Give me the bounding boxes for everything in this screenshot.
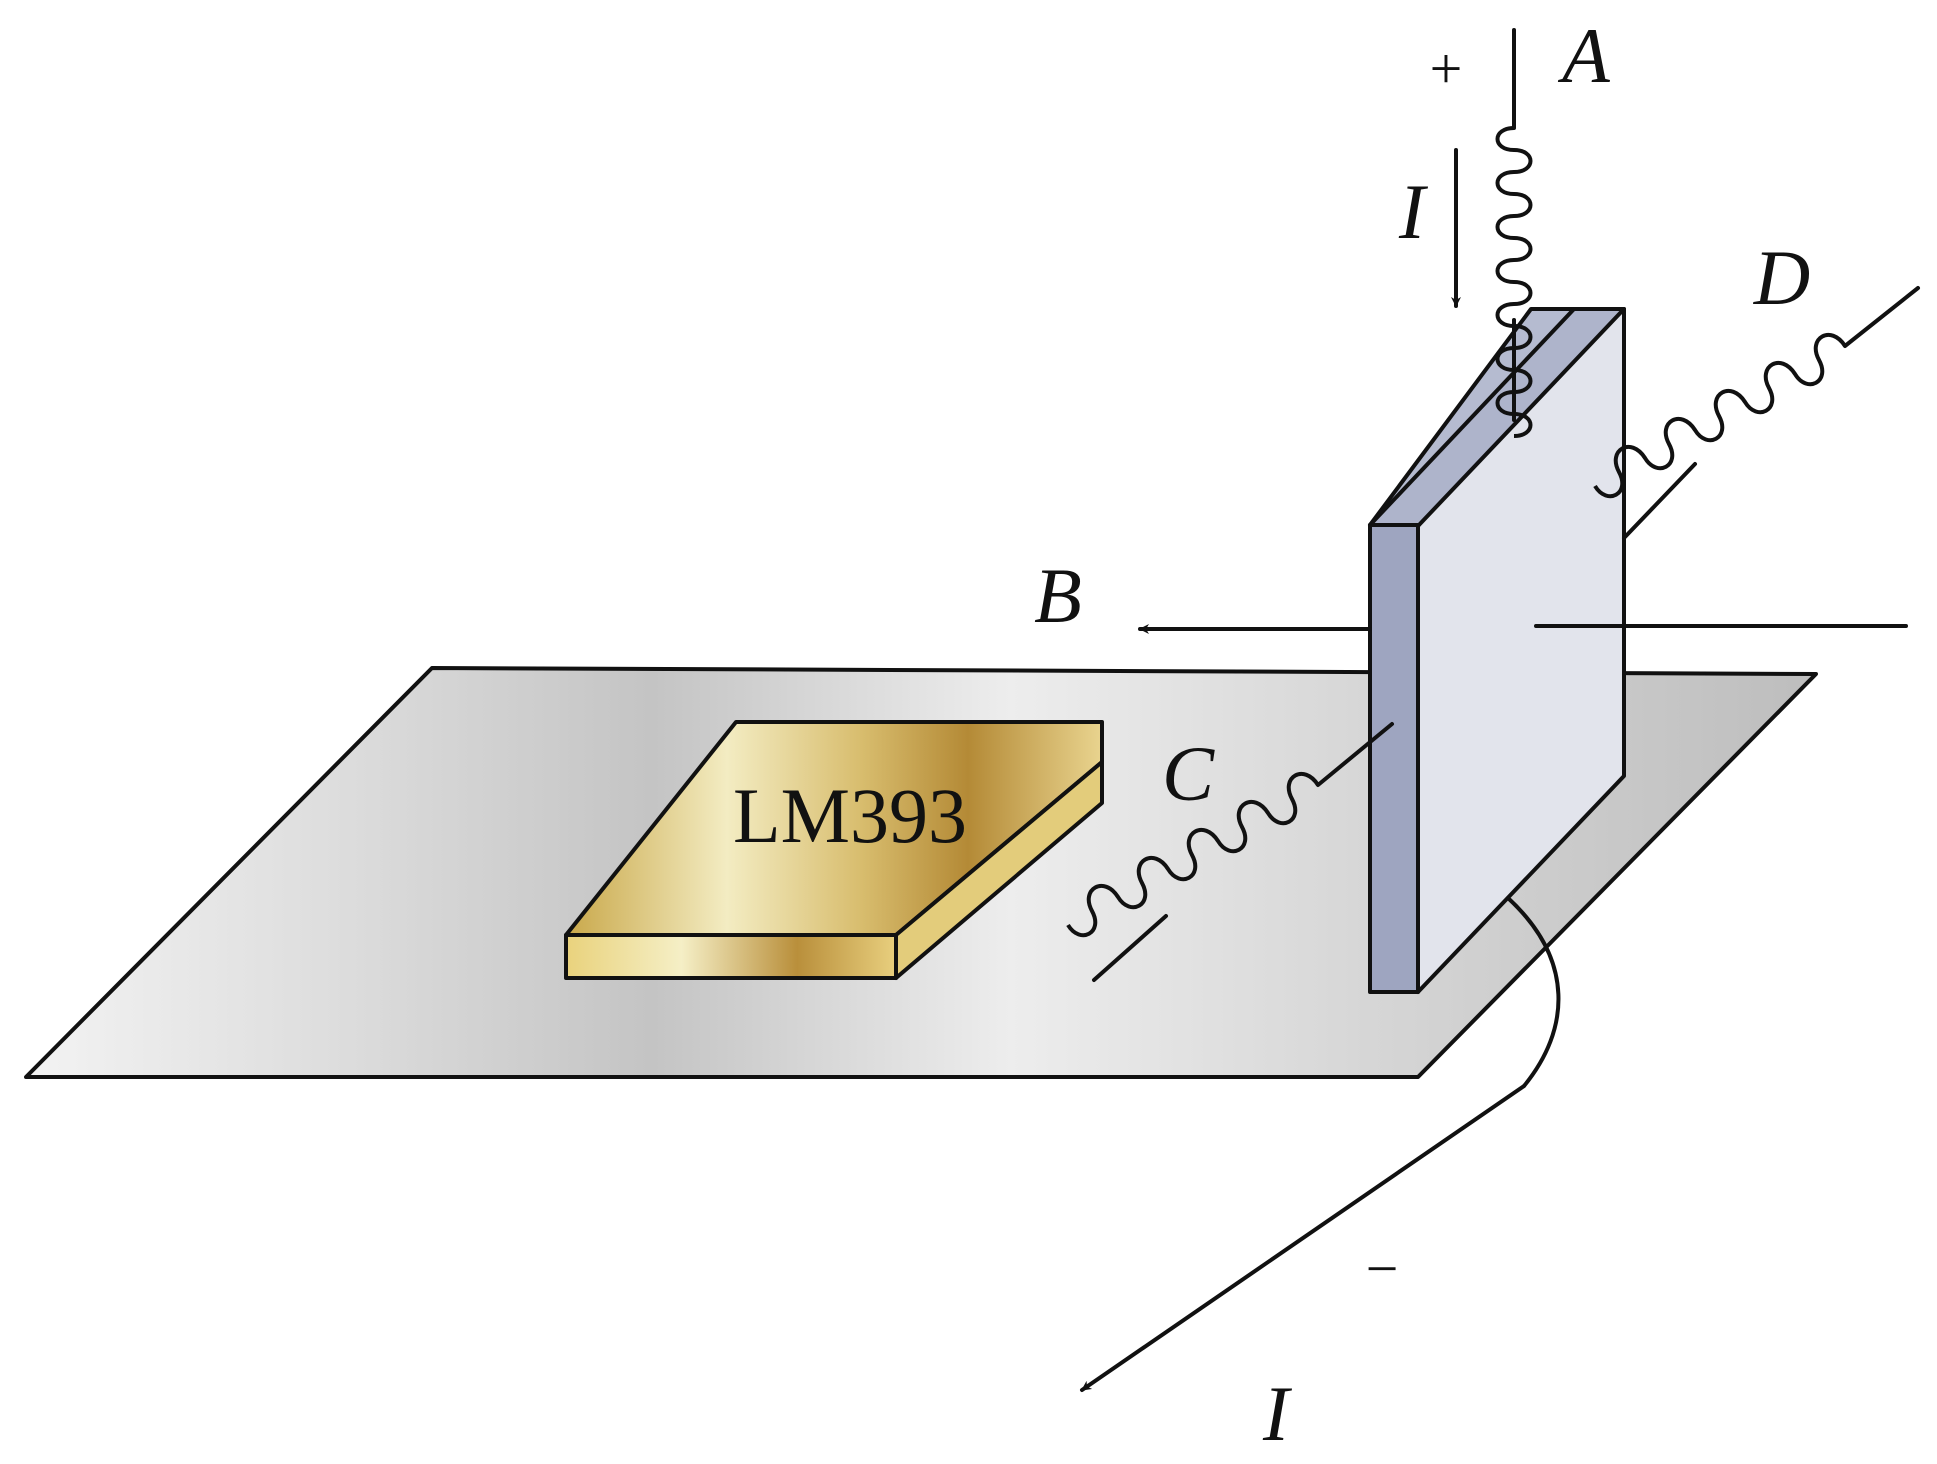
wire-bottom-return	[1506, 896, 1561, 1088]
chip-right	[894, 760, 1104, 980]
chip-front	[564, 933, 898, 980]
label-current-out: I	[1262, 1370, 1293, 1457]
coil-c	[1066, 771, 1320, 938]
coil-d	[1593, 332, 1847, 499]
hall-plate-side	[1368, 523, 1420, 994]
coil-a	[1495, 126, 1533, 438]
label-minus: −	[1366, 1236, 1399, 1301]
current-arrow-out	[1080, 1084, 1526, 1392]
label-current-in: I	[1398, 168, 1429, 255]
label-b: B	[1034, 552, 1082, 639]
wire-c-inner	[1316, 722, 1394, 787]
wire-d-outer	[1843, 286, 1920, 348]
label-plus: +	[1430, 36, 1463, 101]
wire-c-outer	[1092, 914, 1168, 982]
label-d: D	[1753, 234, 1810, 321]
label-c: C	[1162, 730, 1215, 817]
label-a: A	[1557, 12, 1610, 99]
wire-d-inner	[1622, 462, 1697, 540]
chip-label: LM393	[733, 772, 967, 859]
